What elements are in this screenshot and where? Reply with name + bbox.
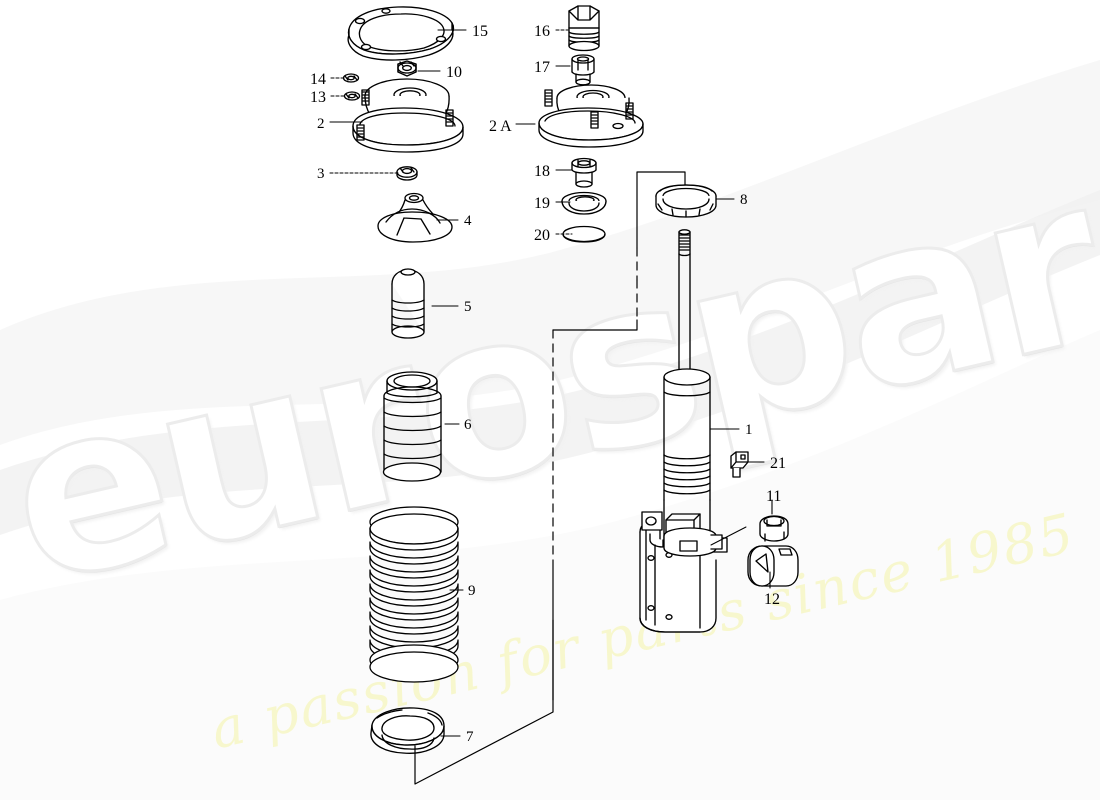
callout-1: 1 bbox=[745, 422, 753, 438]
callout-8: 8 bbox=[740, 192, 748, 208]
callout-11: 11 bbox=[766, 488, 782, 505]
part-7-spring-seat-pad bbox=[370, 707, 445, 754]
part-15-gasket-plate bbox=[347, 6, 454, 61]
callout-14: 14 bbox=[310, 71, 326, 88]
leader-lines bbox=[329, 29, 773, 737]
part-11-clamp-nut bbox=[759, 515, 789, 542]
part-17-bushing-upper bbox=[571, 54, 595, 86]
part-10-hex-nut bbox=[397, 60, 417, 77]
part-2A-strut-mount-variant bbox=[538, 84, 644, 148]
callout-4: 4 bbox=[464, 213, 472, 229]
callout-9: 9 bbox=[468, 583, 476, 599]
part-5-bump-stop bbox=[391, 268, 425, 339]
callout-7: 7 bbox=[466, 729, 474, 745]
callout-3: 3 bbox=[317, 166, 325, 182]
assembly-bracket-upper bbox=[552, 171, 686, 421]
part-13-washer bbox=[343, 91, 361, 101]
part-12-bushing-sleeve bbox=[747, 545, 799, 587]
part-1-shock-absorber-strut bbox=[639, 229, 728, 633]
part-14-washer bbox=[342, 73, 360, 83]
callout-16: 16 bbox=[534, 23, 550, 40]
callout-15: 15 bbox=[472, 23, 488, 40]
callout-5: 5 bbox=[464, 299, 472, 315]
part-20-o-ring bbox=[562, 225, 606, 243]
part-2-strut-mount bbox=[352, 78, 464, 153]
part-16-protective-cap bbox=[568, 5, 600, 52]
callout-6: 6 bbox=[464, 417, 472, 433]
part-18-bushing-lower bbox=[571, 157, 597, 188]
part-9-coil-spring bbox=[369, 506, 459, 683]
callout-2: 2 bbox=[317, 116, 325, 132]
callout-18: 18 bbox=[534, 163, 550, 180]
part-21-clip-bracket bbox=[730, 451, 749, 478]
callout-10: 10 bbox=[446, 64, 462, 81]
assembly-bracket-lower bbox=[414, 419, 554, 785]
part-6-dust-boot-bellows bbox=[382, 371, 442, 482]
callout-12: 12 bbox=[764, 591, 780, 608]
callout-17: 17 bbox=[534, 59, 550, 76]
callout-2A: 2 A bbox=[489, 118, 512, 135]
callout-20: 20 bbox=[534, 227, 550, 244]
part-4-rubber-boot-cap bbox=[377, 192, 453, 243]
part-8-lock-ring-nut bbox=[655, 184, 717, 218]
part-19-thrust-bearing bbox=[561, 191, 607, 215]
part-3-spacer-ring bbox=[396, 166, 418, 181]
callout-13: 13 bbox=[310, 89, 326, 106]
callout-19: 19 bbox=[534, 195, 550, 212]
callout-21: 21 bbox=[770, 455, 786, 472]
